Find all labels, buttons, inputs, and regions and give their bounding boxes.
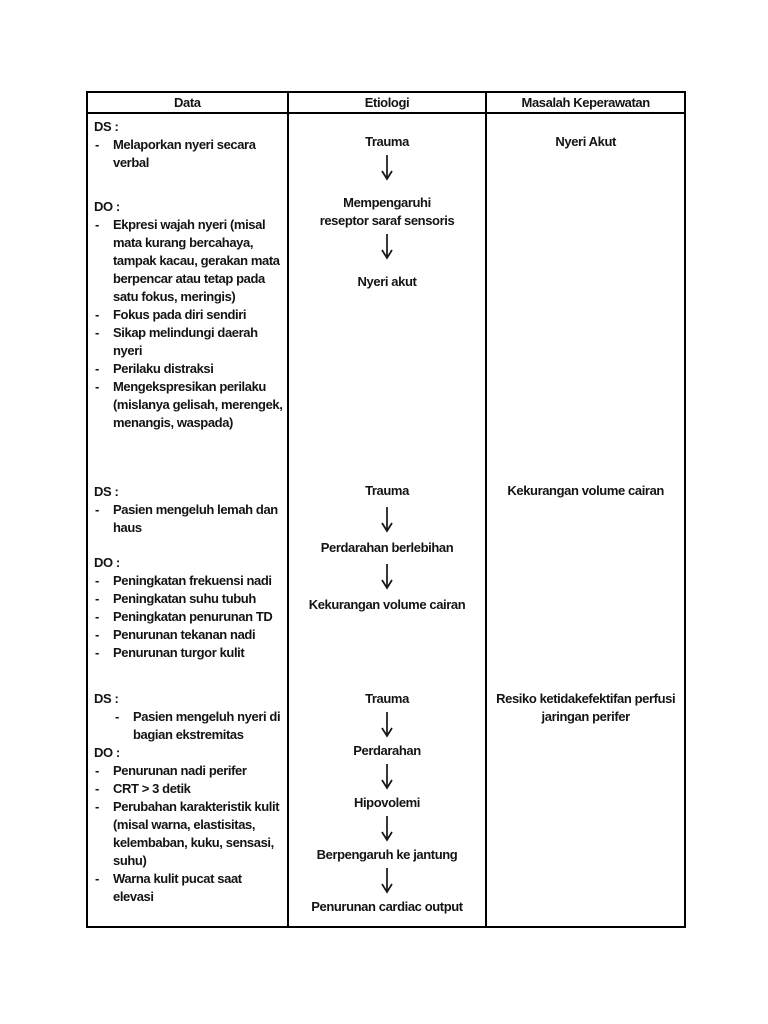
bullet-dash: - <box>95 871 99 886</box>
table-header-row: Data Etiologi Masalah Keperawatan <box>88 93 684 114</box>
bullet-dash: - <box>95 781 99 796</box>
down-arrow-icon <box>381 234 393 260</box>
bullet-dash: - <box>95 325 99 340</box>
bullet-dash: - <box>95 307 99 322</box>
data-cell: DS : - Pasien mengeluh nyeri di bagian e… <box>88 689 287 926</box>
bullet-dash: - <box>95 502 99 517</box>
down-arrow-icon <box>381 816 393 842</box>
down-arrow-icon <box>381 155 393 181</box>
column-header-etiologi: Etiologi <box>286 93 486 112</box>
bullet-dash: - <box>95 361 99 376</box>
list-item: - Peningkatan frekuensi nadi <box>95 573 272 588</box>
list-item: - Fokus pada diri sendiri <box>95 307 247 322</box>
flow-step: Trauma <box>365 483 409 498</box>
etiology-cell: Trauma Mempengaruhi reseptor saraf senso… <box>286 114 486 480</box>
flow-step: Perdarahan berlebihan <box>320 540 454 555</box>
bullet-dash: - <box>95 799 99 814</box>
flow-step: Hipovolemi <box>353 795 421 810</box>
flow-step: Kekurangan volume cairan <box>308 597 466 612</box>
list-item: - CRT > 3 detik <box>95 781 191 796</box>
list-item: - Warna kulit pucat saat elevasi <box>95 871 242 904</box>
etiology-cell: Trauma Perdarahan berlebihan Kekurangan … <box>286 480 486 689</box>
list-item: - Perilaku distraksi <box>95 361 214 376</box>
list-item: - Penurunan tekanan nadi <box>95 627 256 642</box>
bullet-dash: - <box>95 591 99 606</box>
flow-step: Trauma <box>365 134 409 149</box>
down-arrow-icon <box>381 712 393 738</box>
column-header-masalah-keperawatan: Masalah Keperawatan <box>485 93 684 112</box>
table-body: DS : - Melaporkan nyeri secara verbal DO… <box>88 114 684 926</box>
bullet-dash: - <box>95 573 99 588</box>
list-item: - Sikap melindungi daerah nyeri <box>95 325 258 358</box>
down-arrow-icon <box>381 507 393 533</box>
list-item: - Pasien mengeluh nyeri di bagian ekstre… <box>115 709 281 742</box>
table-row: DS : - Melaporkan nyeri secara verbal DO… <box>88 114 684 480</box>
list-item: - Penurunan turgor kulit <box>95 645 245 660</box>
flow-step: Trauma <box>365 691 409 706</box>
flow-step: Mempengaruhi reseptor saraf sensoris <box>319 195 455 228</box>
list-item: - Perubahan karakteristik kulit (misal w… <box>95 799 280 868</box>
do-list: - Penurunan nadi perifer - CRT > 3 detik… <box>93 762 285 906</box>
ds-list: - Pasien mengeluh lemah dan haus <box>93 501 285 537</box>
list-item: - Mengekspresikan perilaku (mislanya gel… <box>95 379 283 430</box>
do-list: - Ekpresi wajah nyeri (misal mata kurang… <box>93 216 285 432</box>
ds-label: DS : <box>94 484 119 499</box>
column-header-data: Data <box>174 95 201 110</box>
care-plan-table: Data Etiologi Masalah Keperawatan DS : -… <box>86 91 686 928</box>
do-label: DO : <box>94 555 120 570</box>
etiology-cell: Trauma Perdarahan Hipovolemi <box>286 689 486 926</box>
do-label: DO : <box>94 199 120 214</box>
bullet-dash: - <box>95 763 99 778</box>
ds-list: - Melaporkan nyeri secara verbal <box>93 136 285 172</box>
list-item: - Ekpresi wajah nyeri (misal mata kurang… <box>95 217 280 304</box>
flow-step: Perdarahan <box>353 743 421 758</box>
bullet-dash: - <box>95 609 99 624</box>
bullet-dash: - <box>95 645 99 660</box>
list-item: - Melaporkan nyeri secara verbal <box>95 137 256 170</box>
nursing-problem-cell: Nyeri Akut <box>485 114 684 480</box>
down-arrow-icon <box>381 564 393 590</box>
list-item: - Peningkatan suhu tubuh <box>95 591 256 606</box>
data-cell: DS : - Melaporkan nyeri secara verbal DO… <box>88 114 287 480</box>
flow-step: Berpengaruh ke jantung <box>316 847 458 862</box>
table-row: DS : - Pasien mengeluh lemah dan haus DO… <box>88 480 684 689</box>
flow-step: Penurunan cardiac output <box>311 899 463 914</box>
do-label: DO : <box>94 745 120 760</box>
down-arrow-icon <box>381 868 393 894</box>
list-item: - Pasien mengeluh lemah dan haus <box>95 502 278 535</box>
bullet-dash: - <box>95 379 99 394</box>
ds-list: - Pasien mengeluh nyeri di bagian ekstre… <box>93 708 285 744</box>
nursing-problem-cell: Kekurangan volume cairan <box>485 480 684 689</box>
data-cell: DS : - Pasien mengeluh lemah dan haus DO… <box>88 480 287 689</box>
flow-step: Nyeri akut <box>357 274 417 289</box>
bullet-dash: - <box>95 137 99 152</box>
table-row: DS : - Pasien mengeluh nyeri di bagian e… <box>88 689 684 926</box>
ds-label: DS : <box>94 119 119 134</box>
list-item: - Penurunan nadi perifer <box>95 763 247 778</box>
bullet-dash: - <box>115 709 119 724</box>
bullet-dash: - <box>95 627 99 642</box>
do-list: - Peningkatan frekuensi nadi - Peningkat… <box>93 572 285 662</box>
bullet-dash: - <box>95 217 99 232</box>
ds-label: DS : <box>94 691 119 706</box>
nursing-problem-cell: Resiko ketidakefektifan perfusi jaringan… <box>485 689 684 926</box>
down-arrow-icon <box>381 764 393 790</box>
list-item: - Peningkatan penurunan TD <box>95 609 273 624</box>
